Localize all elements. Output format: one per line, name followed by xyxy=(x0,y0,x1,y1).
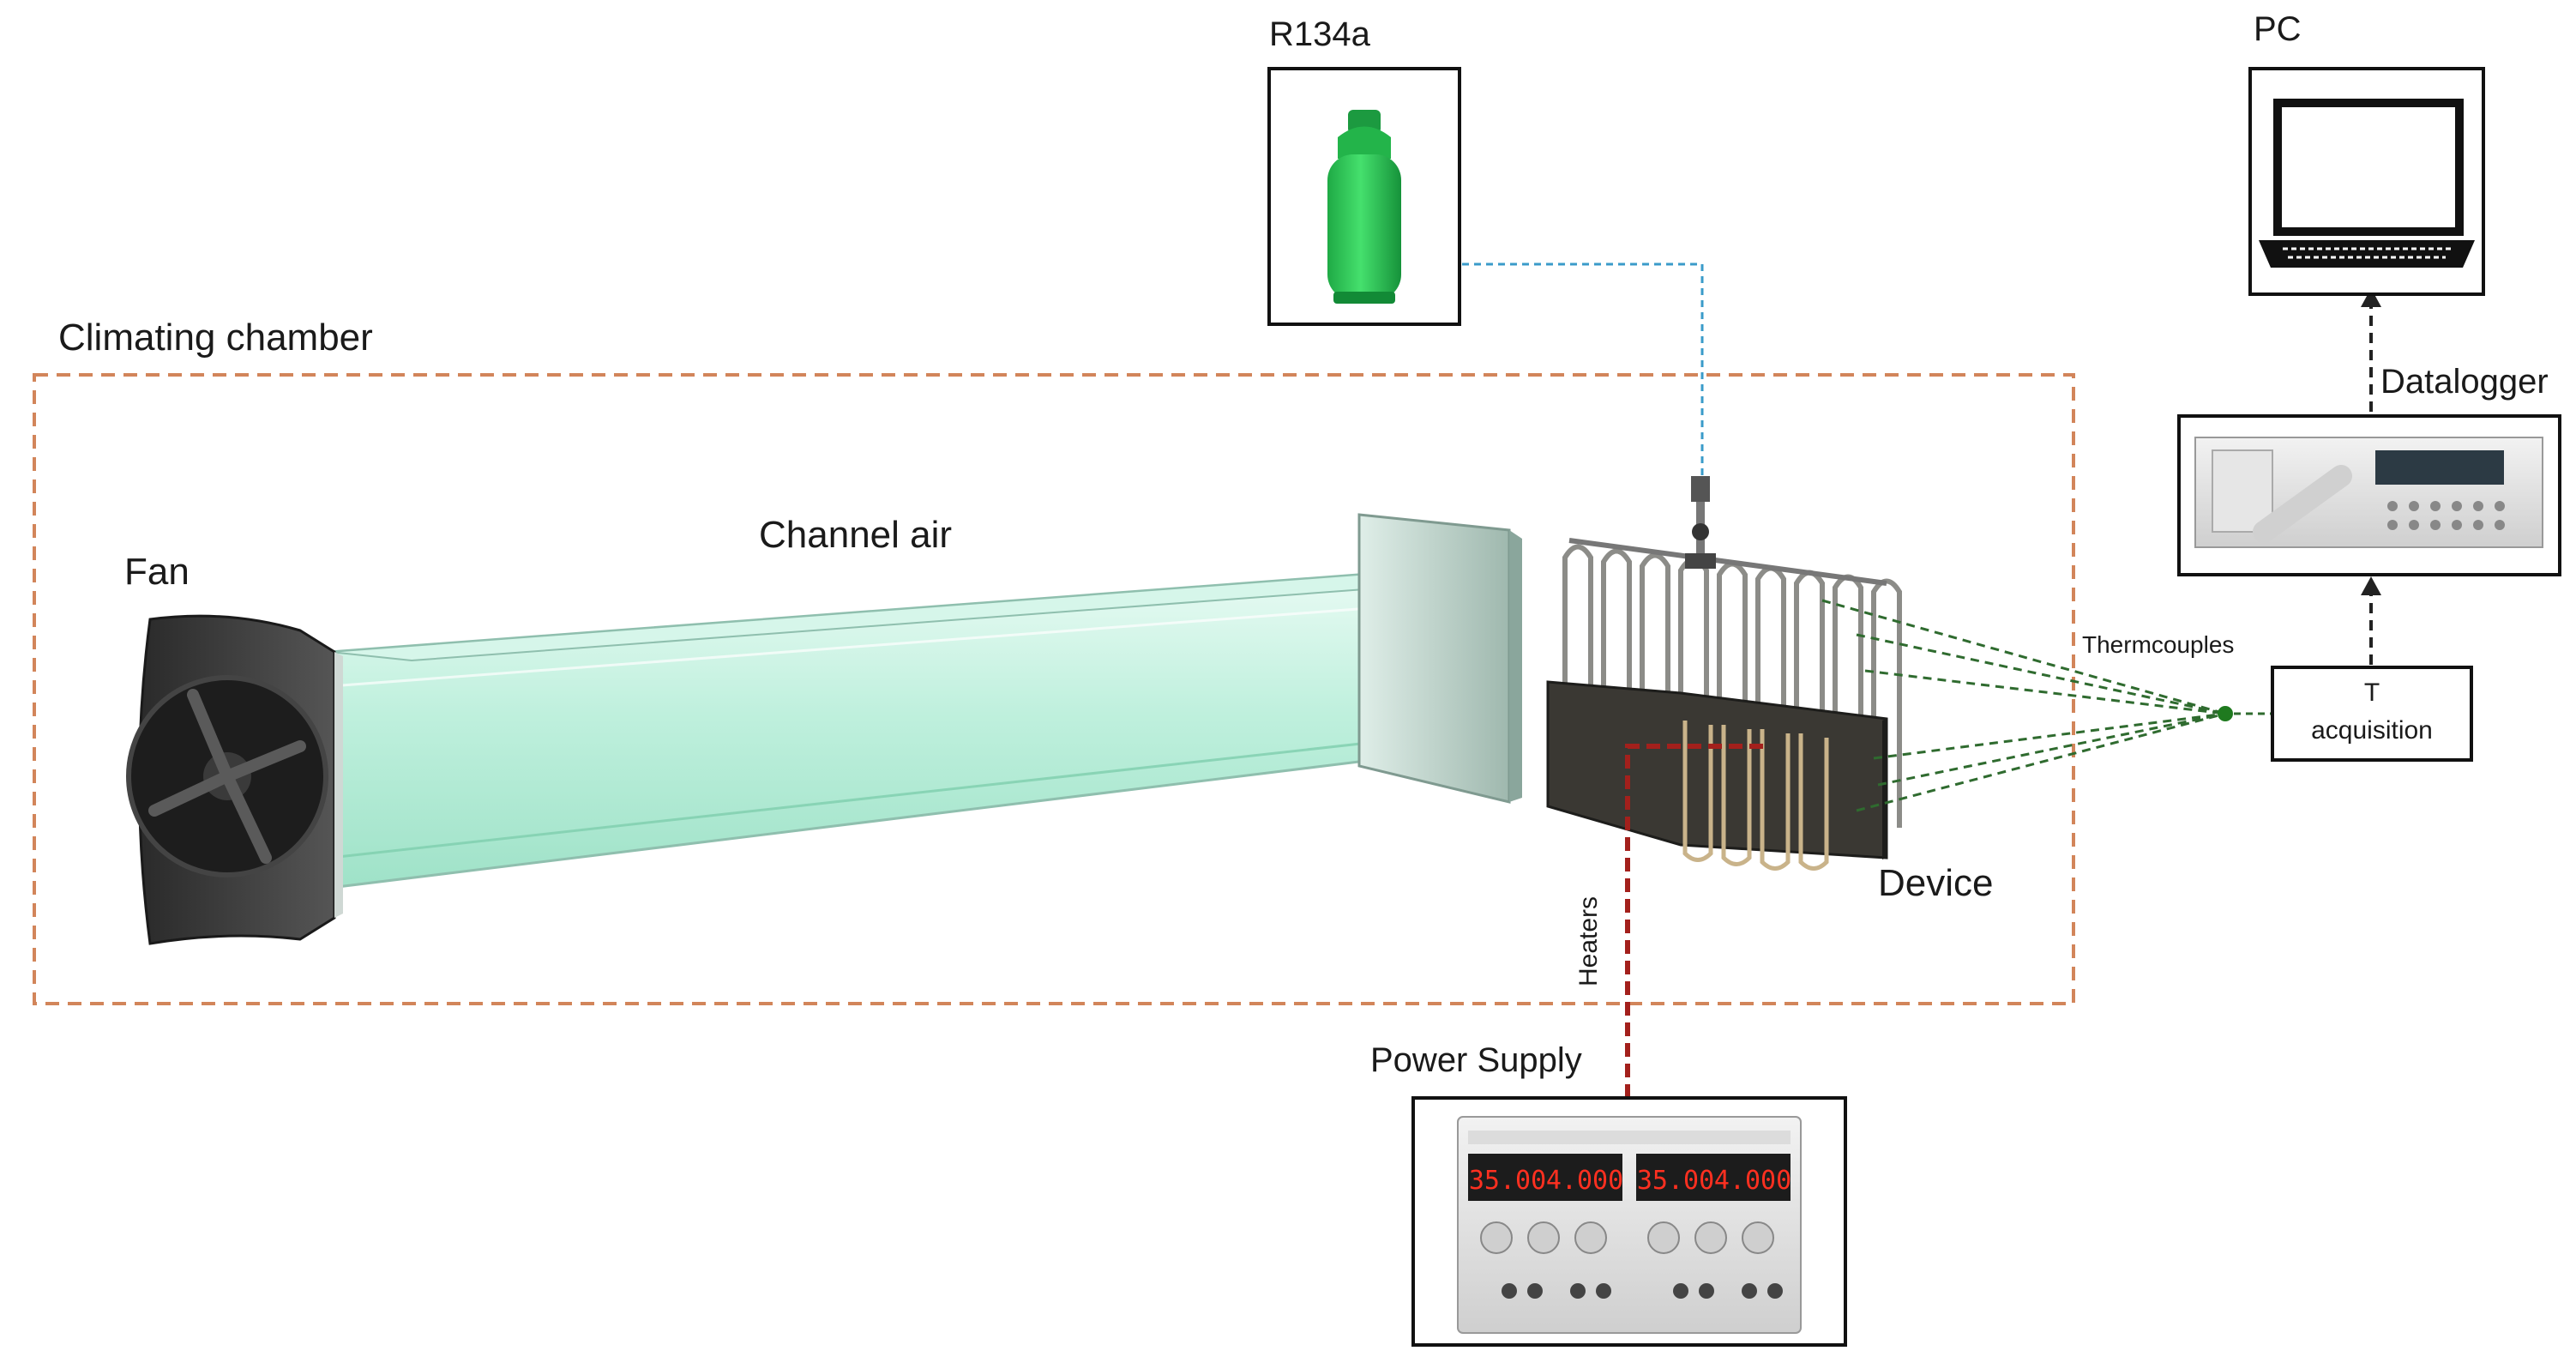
channel-flange xyxy=(1357,513,1522,804)
datalogger-label: Datalogger xyxy=(2380,363,2549,401)
refrigerant-cylinder xyxy=(1327,110,1401,304)
thermocouple-junction xyxy=(2218,706,2233,721)
laptop-icon xyxy=(2259,99,2475,268)
arrow-to-datalogger xyxy=(2361,576,2381,595)
arrow-to-pc xyxy=(2361,288,2381,307)
t-acquisition-box xyxy=(2271,666,2473,762)
device xyxy=(1546,476,1902,871)
channel-air-label: Channel air xyxy=(759,514,953,556)
power-supply-instrument: 35.00 4.000 35.00 4.000 xyxy=(1457,1116,1802,1334)
power-supply-label: Power Supply xyxy=(1370,1041,1582,1079)
climating-chamber-label: Climating chamber xyxy=(58,317,373,359)
t-acquisition-label-line1: T xyxy=(2363,678,2380,707)
thermocouples-label: Thermcouples xyxy=(2082,631,2235,658)
r134a-label: R134a xyxy=(1269,15,1370,53)
heaters-label: Heaters xyxy=(1574,896,1603,986)
heater-line xyxy=(1625,744,1766,1098)
ps-left-current: 4.000 xyxy=(1546,1166,1623,1196)
t-acquisition-label-line2: acquisition xyxy=(2311,716,2433,745)
ps-right-current: 4.000 xyxy=(1714,1166,1791,1196)
fan xyxy=(126,614,343,945)
pc-label: PC xyxy=(2254,10,2302,48)
ps-left-voltage: 35.00 xyxy=(1469,1166,1546,1196)
device-label: Device xyxy=(1878,862,1994,904)
fan-label: Fan xyxy=(124,551,190,593)
climating-chamber-boundary xyxy=(33,373,2075,1005)
datalogger-instrument xyxy=(2194,437,2543,548)
refrigerant-line xyxy=(1462,262,1704,479)
air-channel xyxy=(328,569,1503,890)
ps-right-voltage: 35.00 xyxy=(1637,1166,1714,1196)
thermocouple-lines xyxy=(1821,599,2226,812)
